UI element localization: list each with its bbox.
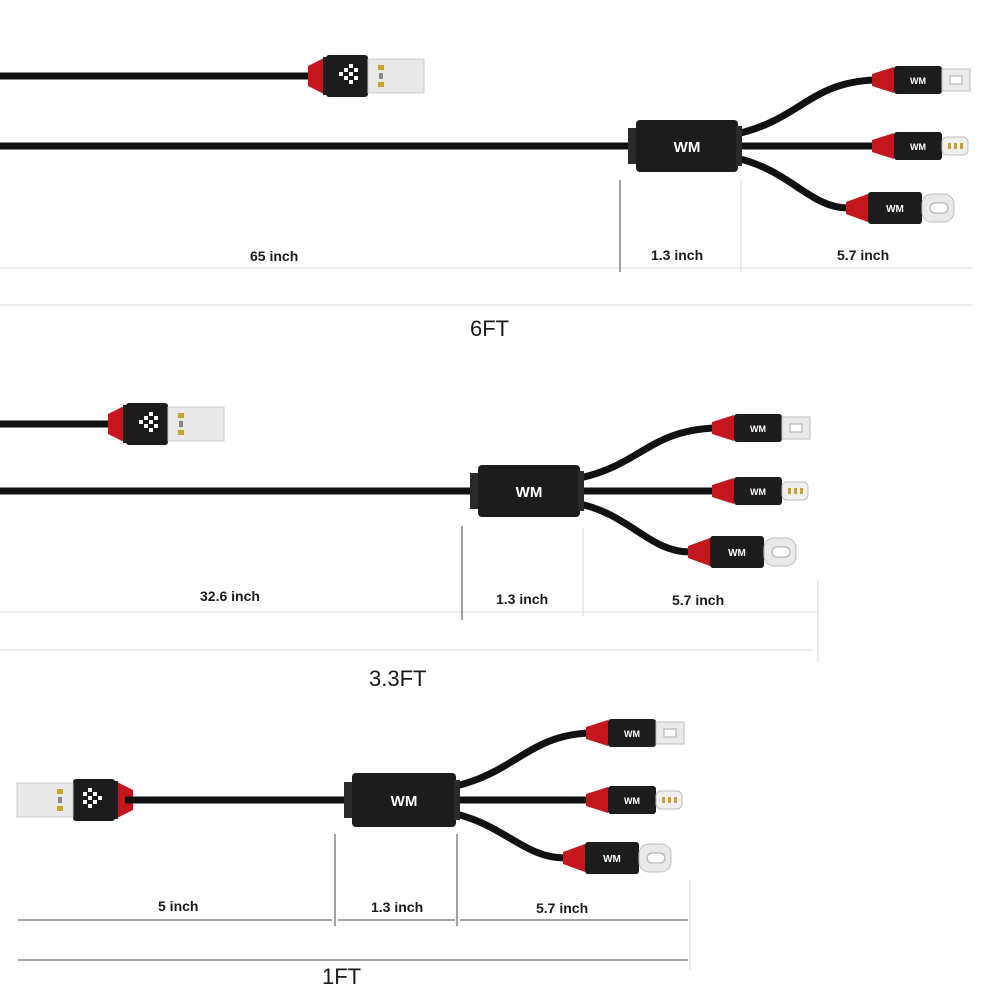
cable-6ft-branch-length-label: 5.7 inch <box>837 247 890 263</box>
cable-1ft-cable-length-label: 5 inch <box>158 898 199 914</box>
splitter-icon: WM <box>470 465 584 517</box>
lightning-plug-icon <box>871 131 969 161</box>
cable-6ft-splitter-length-label: 1.3 inch <box>651 247 704 263</box>
svg-text:WM: WM <box>391 793 418 810</box>
usb-c-plug-icon <box>845 191 955 225</box>
splitter-icon: WM <box>344 773 460 827</box>
cable-6ft-total-length-label: 6FT <box>470 316 510 341</box>
cable-1ft-total-length-label: 1FT <box>322 964 362 989</box>
cable-3-3ft-illustration: WM <box>0 402 819 662</box>
cable-3-3ft-splitter-length-label: 1.3 inch <box>496 591 549 607</box>
micro-usb-plug-icon <box>711 413 811 443</box>
micro-usb-plug-icon <box>871 65 971 95</box>
cable-3-3ft-total-length-label: 3.3FT <box>369 666 427 691</box>
splitter-icon: WM <box>628 120 742 172</box>
cable-1ft-splitter-length-label: 1.3 inch <box>371 899 424 915</box>
usb-a-plug-icon <box>107 402 225 446</box>
usb-a-plug-icon <box>16 778 134 822</box>
svg-text:WM: WM <box>674 139 701 156</box>
cable-6ft-cable-length-label: 65 inch <box>250 248 299 264</box>
lightning-plug-icon <box>585 785 683 815</box>
usb-a-plug-icon <box>307 54 425 98</box>
cable-6ft-illustration: WM <box>0 54 972 306</box>
cable-3-3ft-branch-length-label: 5.7 inch <box>672 592 725 608</box>
cable-1ft-illustration: WM <box>16 718 691 970</box>
usb-c-plug-icon <box>687 535 797 569</box>
micro-usb-plug-icon <box>585 718 685 748</box>
usb-c-plug-icon <box>562 841 672 875</box>
cable-1ft-branch-length-label: 5.7 inch <box>536 900 589 916</box>
lightning-plug-icon <box>711 476 809 506</box>
cable-3-3ft-cable-length-label: 32.6 inch <box>200 588 260 604</box>
svg-text:WM: WM <box>516 484 543 501</box>
